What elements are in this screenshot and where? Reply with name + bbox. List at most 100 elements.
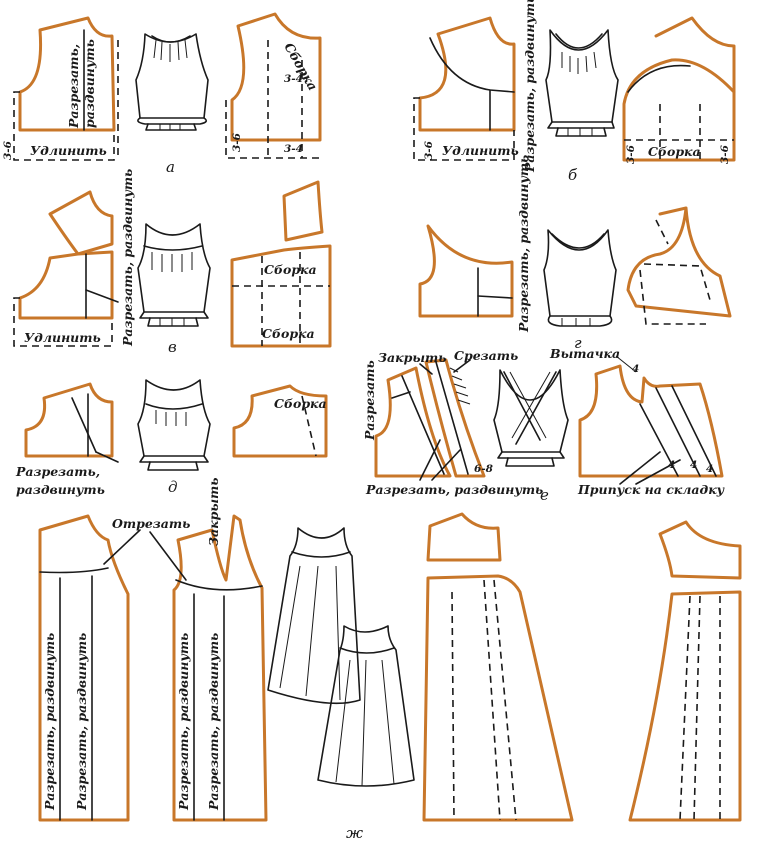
d-spread-label: раздвинуть — [16, 482, 105, 497]
zh-cut-spread-label-2: Разрезать, раздвинуть — [74, 633, 89, 811]
zh-back-yoke-cut — [175, 579, 263, 591]
zh-back-cut-lines — [193, 593, 225, 821]
zh-back-flared-pattern — [628, 590, 742, 822]
figure-g: Разрезать, раздвинуть г — [418, 155, 732, 352]
e-wrap-blouse-garment — [493, 369, 569, 467]
d-dart-line — [71, 397, 97, 453]
zh-cut-spread-label-1: Разрезать, раздвинуть — [42, 633, 57, 811]
d-gather-dashed — [301, 395, 317, 457]
e-cut-label: Разрезать — [362, 360, 377, 441]
a-lengthen-label: Удлинить — [30, 143, 107, 158]
b-cut-spread-label: Разрезать, раздвинуть — [522, 0, 537, 173]
v-blouse-garment — [137, 223, 211, 327]
e-wrap-panel-pattern — [424, 358, 486, 478]
e-cut-leader — [391, 391, 411, 399]
b-side-measure-back-right: 3-6 — [719, 144, 731, 164]
a-measure-top: 3-4 — [284, 73, 303, 85]
zh-front-flared-dashed — [451, 579, 517, 821]
figure-d: Разрезать, раздвинуть Сборка д — [15, 379, 328, 497]
e-num-1: 4 — [632, 363, 639, 375]
g-dashed-outline — [639, 219, 711, 325]
figure-v: Удлинить Разрезать, раздвинуть Сборка Сб… — [13, 169, 332, 356]
d-cut-label: Разрезать, — [15, 464, 100, 479]
v-cut-spread-label: Разрезать, раздвинуть — [120, 169, 135, 347]
e-num-4: 4 — [706, 463, 713, 475]
e-bodice-front-pattern — [374, 366, 452, 478]
g-blouse-garment — [543, 229, 617, 327]
figure-b: 3-6 Удлинить Разрезать, раздвинуть Сборк… — [413, 0, 736, 184]
e-allowance-leader-1 — [619, 451, 661, 485]
e-bodice-back-pattern — [578, 364, 724, 478]
b-bodice-back-pattern — [622, 16, 736, 162]
figure-a: Разрезать, раздвинуть Удлинить 3-6 Сборк… — [2, 12, 322, 176]
d-gather-label: Сборка — [274, 396, 327, 411]
e-cutspread-leader-2 — [431, 449, 461, 481]
e-trim-label: Срезать — [454, 348, 518, 363]
b-lengthen-dashed — [413, 97, 515, 161]
zh-front-long-pattern — [38, 514, 130, 822]
b-side-measure: 3-6 — [423, 140, 435, 160]
zh-front-yoke-pattern — [426, 512, 502, 562]
v-yoke-pattern — [48, 190, 114, 256]
zh-cut-spread-label-3: Разрезать, раздвинуть — [176, 633, 191, 811]
e-close-leader — [419, 363, 433, 375]
zh-front-flared-pattern — [422, 574, 574, 822]
figure-letter-v: в — [168, 338, 177, 356]
b-blouse-garment — [545, 29, 619, 137]
zh-cutoff-leader-2 — [149, 531, 187, 581]
v-lengthen-dashed — [13, 297, 113, 347]
g-label-leader — [477, 295, 513, 299]
a-side-measure: 3-6 — [2, 140, 14, 160]
d-blouse-garment — [137, 379, 211, 471]
v-gather-label-bottom: Сборка — [262, 326, 315, 341]
g-bodice-front-pattern — [418, 224, 514, 318]
e-cutspread-leader-1 — [419, 439, 441, 481]
e-allowance-leader-2 — [635, 459, 681, 485]
zh-cutoff-leader-1 — [103, 529, 141, 565]
e-trim-leader — [453, 359, 471, 373]
a-bodice-front-pattern — [18, 16, 116, 132]
e-num-2: 4 — [668, 459, 675, 471]
v-back-yoke-pattern — [282, 180, 324, 242]
b-side-measure-back-left: 3-6 — [625, 144, 637, 164]
a-cut-label: Разрезать, — [66, 44, 81, 129]
e-num-3: 4 — [690, 459, 697, 471]
v-bodice-front-pattern — [18, 250, 114, 320]
zh-cutoff-label: Отрезать — [112, 516, 190, 531]
a-gather-label: Сборка — [281, 40, 320, 93]
figure-letter-e: е — [540, 486, 549, 504]
figure-letter-a: а — [166, 158, 175, 176]
zh-dress-front-garment — [267, 527, 361, 705]
figure-letter-d: д — [168, 478, 178, 496]
e-dart-leader — [615, 355, 637, 373]
v-gather-label-top: Сборка — [264, 262, 317, 277]
e-close-label: Закрыть — [378, 350, 447, 365]
b-yoke-cut — [429, 37, 515, 93]
e-trim-hatching — [449, 367, 471, 405]
a-lengthen-dashed — [13, 91, 115, 161]
v-lengthen-label: Удлинить — [24, 330, 101, 345]
figure-e: Разрезать Закрыть Срезать 6-8 Разрезать,… — [362, 346, 725, 504]
zh-front-yoke-cut — [39, 567, 109, 574]
a-side-measure-back: 3-6 — [231, 132, 243, 152]
b-gather-dashed — [624, 104, 734, 160]
e-allowance-label: Припуск на складку — [577, 482, 725, 497]
a-blouse-garment — [135, 33, 209, 131]
zh-dress-back-garment — [317, 625, 415, 787]
b-lengthen-label: Удлинить — [442, 143, 519, 158]
figure-zh: Разрезать, раздвинуть Разрезать, раздвин… — [38, 477, 742, 842]
e-cut-spread-label: Разрезать, раздвинуть — [365, 482, 543, 497]
zh-back-yoke-pattern — [658, 520, 742, 580]
e-dart-label: Вытачка — [549, 346, 620, 361]
figure-letter-g: г — [574, 334, 582, 352]
v-back-body-pattern — [230, 244, 332, 348]
figure-letter-zh: ж — [346, 824, 363, 842]
d-bodice-front-pattern — [24, 382, 114, 458]
g-cut-spread-label: Разрезать, раздвинуть — [516, 155, 531, 333]
v-label-leader — [85, 289, 119, 303]
zh-back-flared-dashed — [679, 595, 721, 821]
d-bodice-back-pattern — [232, 384, 328, 458]
v-gather-dashed — [232, 252, 330, 346]
